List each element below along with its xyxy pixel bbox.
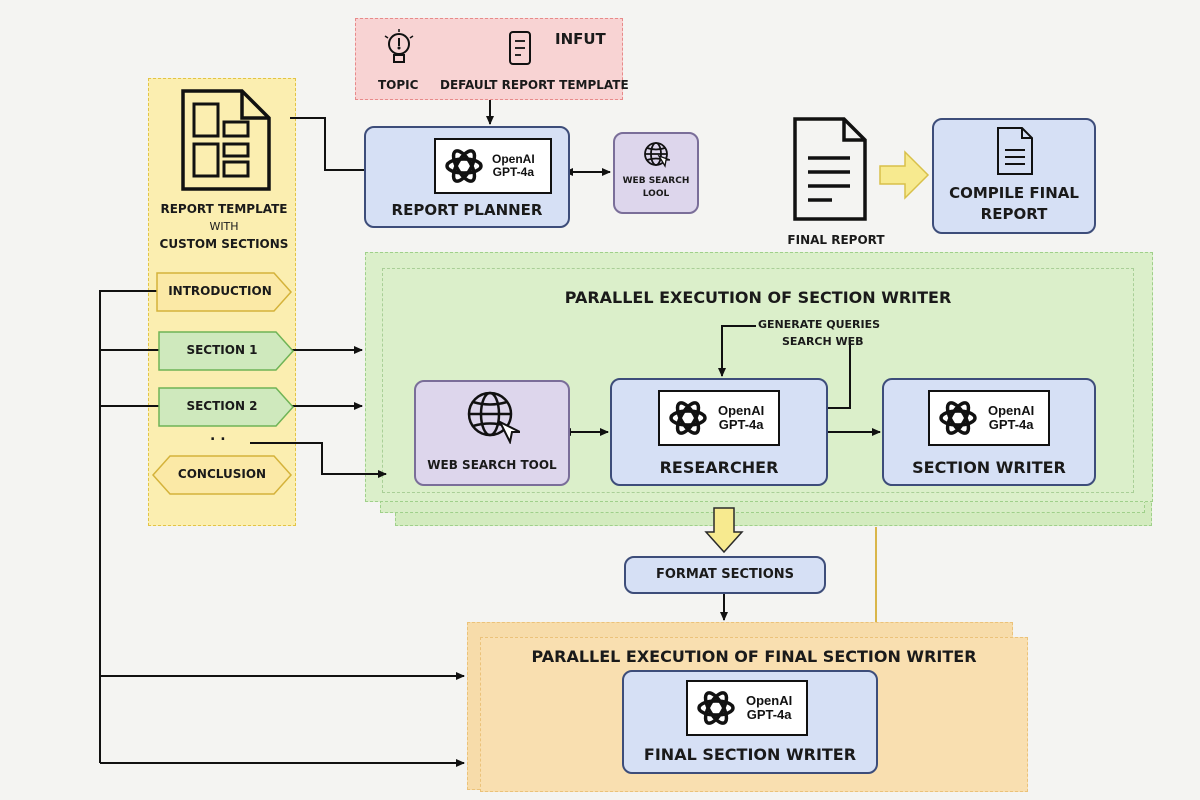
researcher-model-line-2: GPT-4a	[718, 417, 764, 432]
openai-logo-icon	[669, 401, 707, 435]
tag-conclusion: CONCLUSION	[177, 467, 267, 481]
final-writer-model-line-2: GPT-4a	[746, 707, 792, 722]
input-template-label: DEFAULT REPORT TEMPLATE	[440, 78, 629, 92]
final-report-document-icon	[793, 117, 867, 221]
section-writer-model-line-1: OpenAI	[988, 402, 1035, 418]
search-web-label: SEARCH WEB	[782, 335, 864, 348]
planner-model-line-1: OpenAI	[492, 151, 535, 166]
format-sections-label: FORMAT SECTIONS	[655, 567, 795, 582]
compile-line-1: COMPILE FINAL	[949, 184, 1079, 202]
parallel-section-inner	[382, 268, 1134, 493]
section-writer-model-badge: OpenAI GPT-4a	[928, 390, 1050, 446]
input-topic-label: TOPIC	[378, 78, 419, 92]
globe-icon	[644, 142, 670, 168]
report-template-icon	[181, 89, 271, 191]
researcher-model-line-1: OpenAI	[718, 402, 765, 418]
generate-queries-label: GENERATE QUERIES	[758, 318, 881, 331]
researcher-label: RESEARCHER	[659, 458, 779, 477]
template-ellipsis: . .	[210, 428, 226, 444]
openai-logo-icon	[445, 149, 483, 183]
globe-cursor-icon	[467, 391, 520, 444]
report-planner-label: REPORT PLANNER	[391, 201, 543, 219]
openai-logo-icon	[939, 401, 977, 435]
section-1-tag-shape	[158, 331, 294, 371]
tag-section-1: SECTION 1	[186, 343, 258, 357]
format-sections-node[interactable]	[624, 556, 826, 594]
section-writer-model-line-2: GPT-4a	[988, 417, 1034, 432]
conclusion-tag-shape	[152, 455, 292, 495]
section-writer-label: SECTION WRITER	[912, 458, 1066, 477]
final-report-label: FINAL REPORT	[787, 233, 885, 247]
web-search-small-node[interactable]	[613, 132, 699, 214]
document-icon	[509, 31, 531, 65]
final-writer-model-badge: OpenAI GPT-4a	[686, 680, 808, 736]
section-2-tag-shape	[158, 387, 294, 427]
researcher-model-badge: OpenAI GPT-4a	[658, 390, 780, 446]
web-search-small-line-2: LOOL	[642, 189, 670, 199]
web-search-small-line-1: WEB SEARCH	[622, 176, 690, 186]
openai-logo-icon	[697, 691, 735, 725]
parallel-final-title: PARALLEL EXECUTION OF FINAL SECTION WRIT…	[531, 647, 977, 666]
introduction-tag-shape	[156, 272, 292, 312]
input-title: INFUT	[555, 30, 606, 48]
tag-introduction: INTRODUCTION	[168, 284, 272, 298]
template-line-1: REPORT TEMPLATE	[160, 202, 288, 216]
planner-model-line-2: GPT-4a	[492, 165, 535, 179]
final-section-writer-label: FINAL SECTION WRITER	[643, 745, 857, 764]
compile-document-icon	[997, 127, 1033, 175]
compile-final-report-node[interactable]	[932, 118, 1096, 234]
web-search-tool-label: WEB SEARCH TOOL	[427, 458, 557, 472]
compile-line-2: REPORT	[980, 205, 1048, 223]
lightbulb-icon	[384, 29, 414, 63]
template-line-3: CUSTOM SECTIONS	[159, 237, 289, 251]
parallel-section-title: PARALLEL EXECUTION OF SECTION WRITER	[564, 288, 952, 307]
planner-model-badge: OpenAI GPT-4a	[434, 138, 552, 194]
template-line-2: WITH	[209, 220, 239, 233]
tag-section-2: SECTION 2	[186, 399, 258, 413]
web-search-tool-node[interactable]	[414, 380, 570, 486]
final-writer-model-line-1: OpenAI	[746, 692, 793, 708]
